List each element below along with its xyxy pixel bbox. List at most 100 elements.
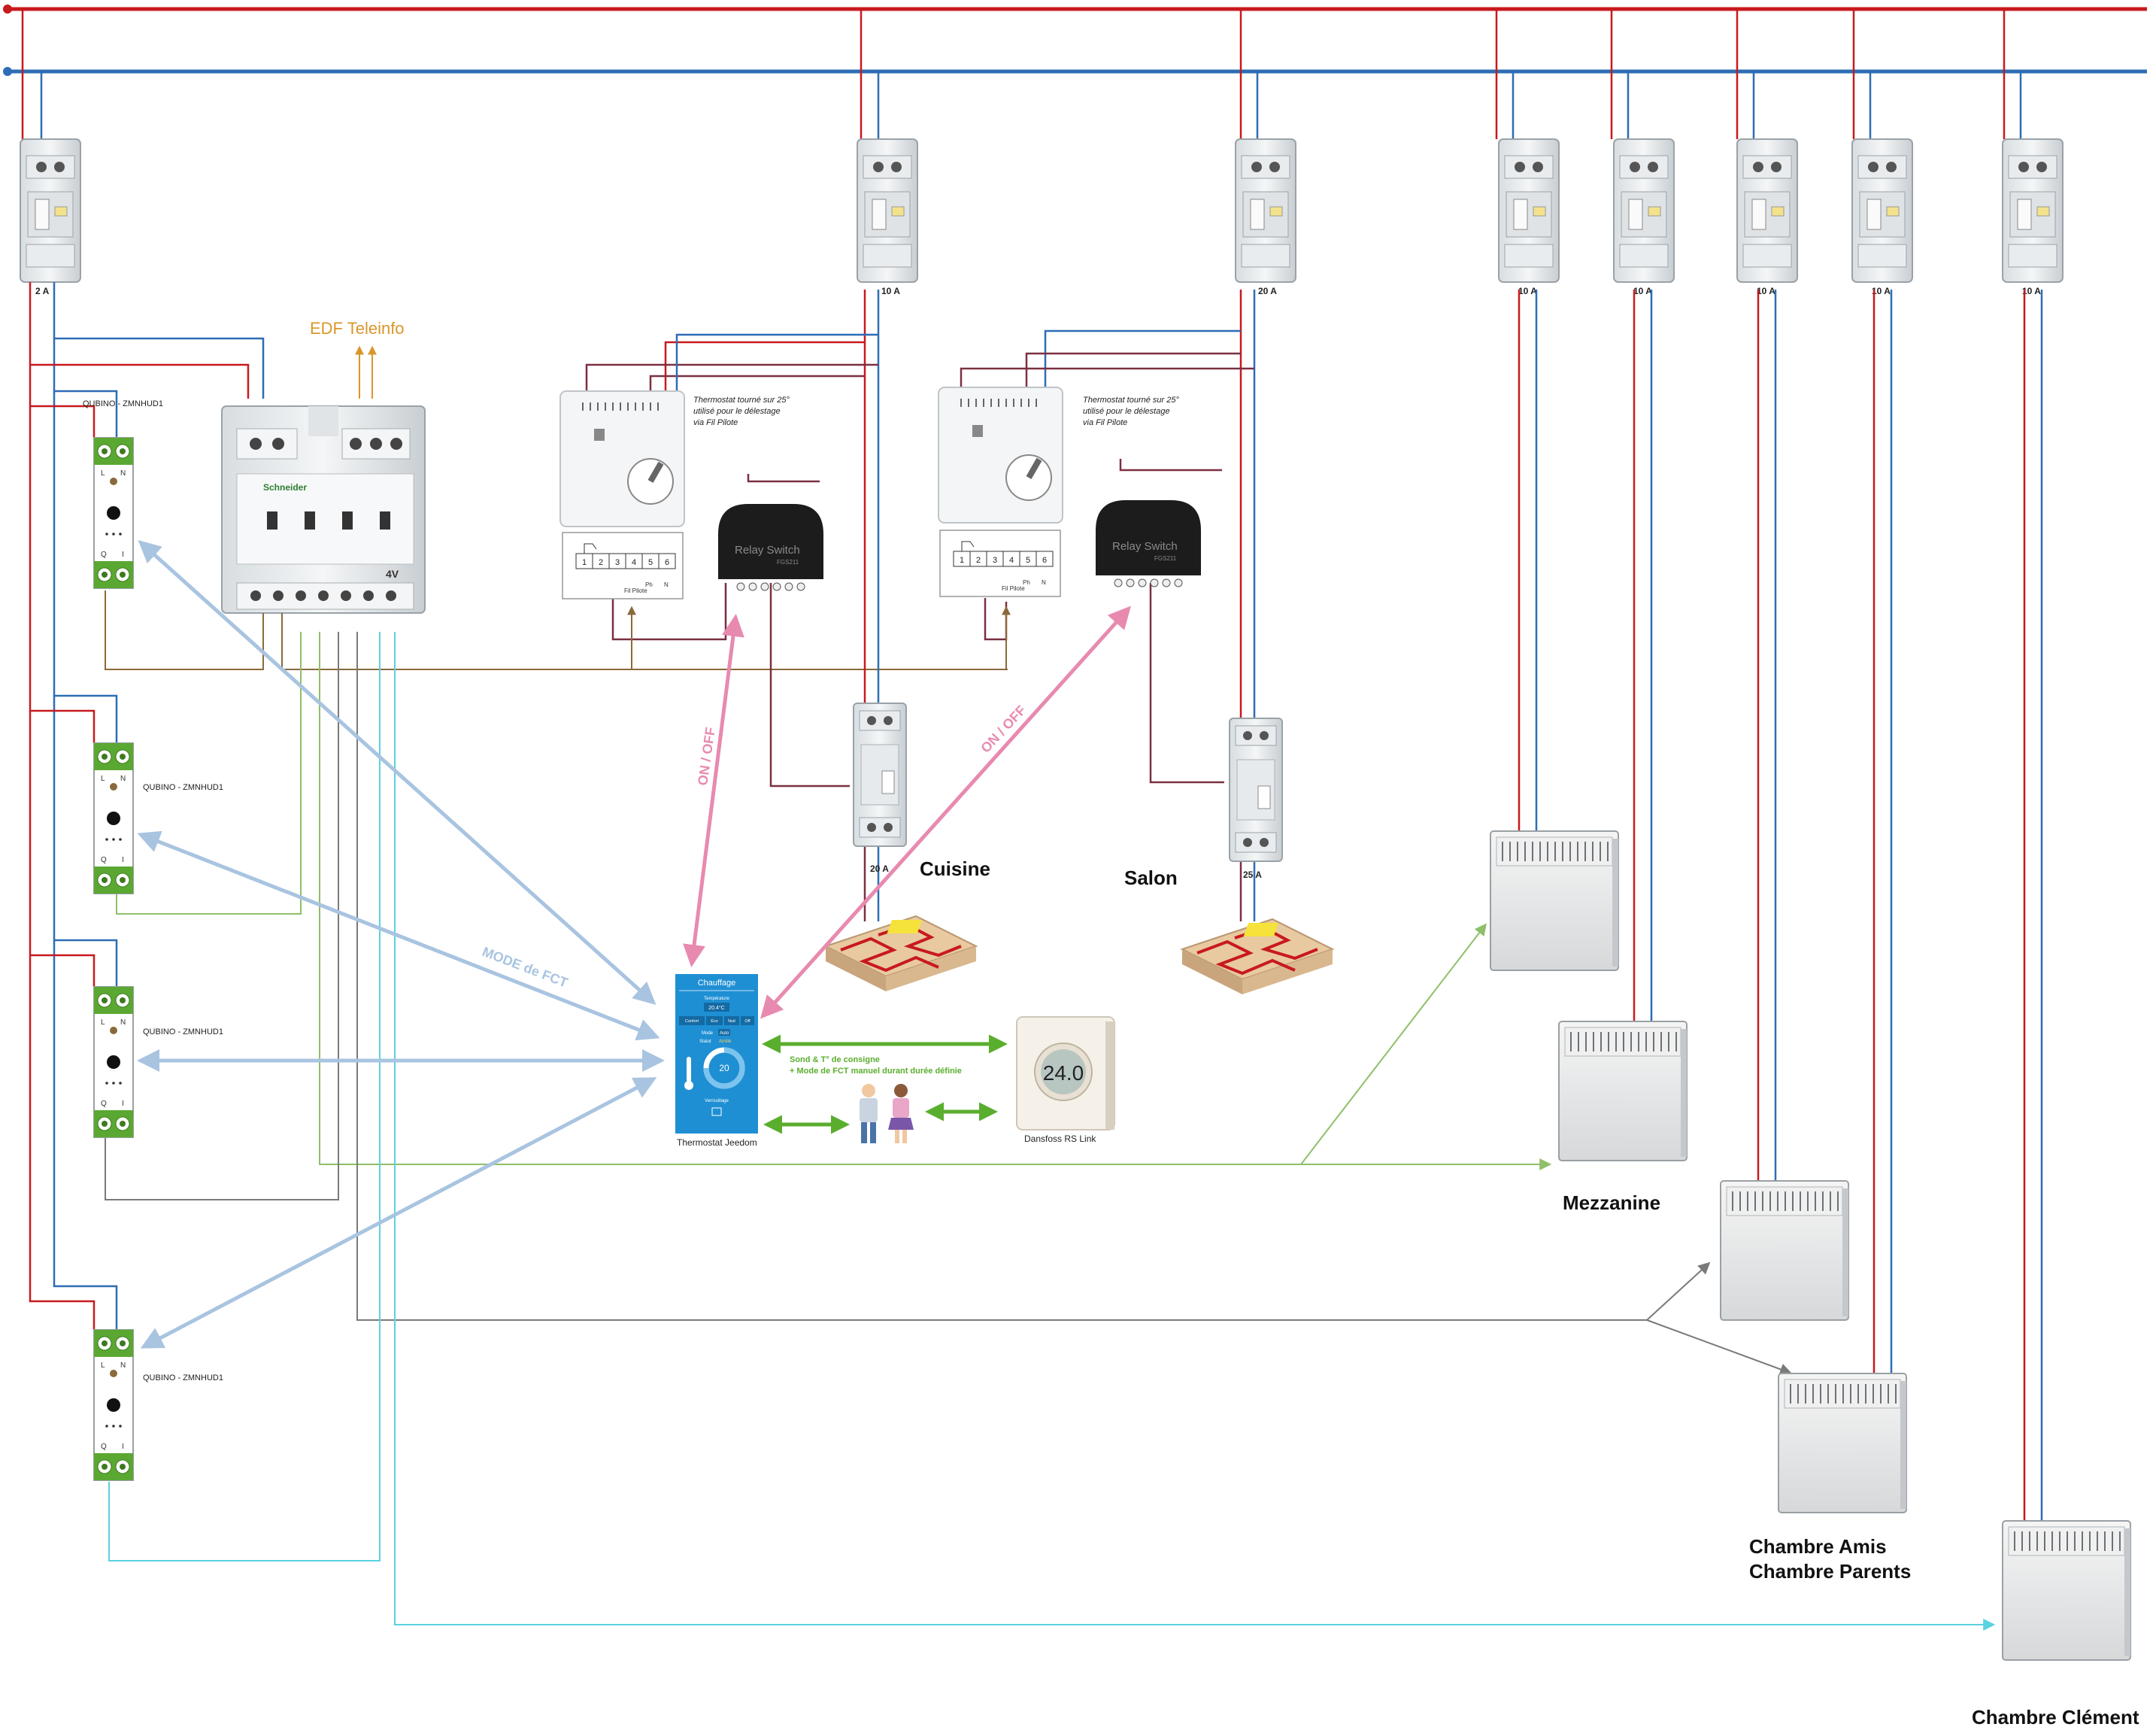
qubino-module-4: L N Q I (93, 1329, 134, 1481)
relay-switch-salon: Relay Switch FGS211 (1096, 500, 1201, 587)
relay-switch-title: Relay Switch (1112, 540, 1178, 553)
jeedom-mode-comfort-button[interactable] (679, 1016, 705, 1025)
thermostat-note-cuisine: Thermostat tourné sur 25° utilisé pour l… (693, 396, 790, 427)
jeedom-setpoint: 20 (719, 1063, 729, 1073)
jeedom-status-label: Statut (699, 1039, 711, 1044)
thermostat-note-salon: Thermostat tourné sur 25° utilisé pour l… (1083, 396, 1180, 427)
salon-wires (960, 290, 1256, 921)
breaker-cuisine: 10 A (857, 138, 918, 296)
terminal-4: 4 (1009, 556, 1014, 565)
qubino-term-i: I (122, 1100, 124, 1108)
contactor-rating: 25 A (1243, 870, 1262, 880)
delesteur-brand: Schneider (263, 482, 307, 493)
thermostat-note-line2: utilisé pour le délestage (1083, 407, 1170, 416)
terminal-2: 2 (976, 556, 981, 565)
wire-mezzanine-up (1300, 923, 1487, 1165)
zone-label-mezzanine: Mezzanine (1563, 1191, 1660, 1214)
thermostat-n-label: N (664, 581, 669, 588)
jeedom-mode-eco-label: Éco (711, 1018, 717, 1024)
breaker-rating: 10 A (1633, 286, 1652, 296)
qubino-term-q: Q (101, 856, 107, 864)
qubino-label-3: QUBINO - ZMNHUD1 (143, 1027, 223, 1036)
terminal-6: 6 (1042, 556, 1047, 565)
jeedom-temp-value: 20.4°C (708, 1005, 724, 1011)
zone-label-chambre-amis: Chambre Amis (1749, 1535, 1887, 1558)
jeedom-header: Chauffage (698, 979, 736, 988)
cuisine-wires (585, 290, 880, 921)
qubino-term-n: N (120, 1361, 126, 1370)
breaker-rating: 20 A (1258, 286, 1277, 296)
danfoss-thermostat: 24.0 (1016, 1016, 1115, 1131)
qubino-term-i: I (122, 1443, 124, 1451)
link-label-line2: + Mode de FCT manuel durant durée défini… (790, 1067, 962, 1076)
qubino-module-2: L N Q I (93, 742, 134, 894)
terminal-1: 1 (960, 556, 964, 565)
terminal-2: 2 (599, 558, 603, 567)
relay-switch-title: Relay Switch (735, 544, 800, 557)
terminal-6: 6 (665, 558, 669, 567)
qubino-term-l: L (101, 775, 105, 783)
neutral-bus-end (3, 67, 12, 76)
thermostat-fil-pilote-label: Fil Pilote (624, 587, 647, 594)
jeedom-mode-value: Auto (720, 1031, 729, 1036)
thermostat-wiring-cuisine: 1 2 3 4 5 6 Fil Pilote Ph N (562, 532, 684, 599)
link-label-line1: Sond & T° de consigne (790, 1055, 880, 1064)
thermostat-note-line1: Thermostat tourné sur 25° (693, 396, 790, 405)
users-icon (860, 1084, 914, 1143)
thermostat-note-line2: utilisé pour le délestage (693, 407, 781, 416)
thermostat-salon (938, 387, 1063, 524)
breaker-radiator-2: 10 A (1613, 138, 1675, 296)
thermostat-note-line3: via Fil Pilote (693, 418, 738, 427)
qubino-term-n: N (120, 469, 126, 478)
jeedom-mode-off-button[interactable] (741, 1016, 754, 1025)
qubino-term-q: Q (101, 1443, 107, 1451)
zone-label-chambre-clement: Chambre Clément (1972, 1706, 2139, 1728)
breaker-rating: 10 A (1872, 286, 1891, 296)
contactor-rating: 20 A (870, 863, 889, 874)
jeedom-thermostat-widget[interactable]: Chauffage Température 20.4°C Confort Éco… (675, 974, 758, 1134)
contactor-salon: 25 A (1229, 718, 1283, 880)
lock-icon[interactable] (711, 1107, 722, 1116)
thermostat-note-line3: via Fil Pilote (1083, 418, 1127, 427)
terminal-3: 3 (993, 556, 997, 565)
qubino-term-q: Q (101, 1100, 107, 1108)
breaker-radiator-1: 10 A (1498, 138, 1560, 296)
radiator-wires (1518, 290, 2043, 1523)
phase-bus-end (3, 5, 12, 14)
wire-parents-down (1646, 1319, 1793, 1376)
thermostat-wiring-salon: 1 2 3 4 5 6 Fil Pilote Ph N (939, 530, 1061, 597)
terminal-5: 5 (1026, 556, 1030, 565)
jeedom-lock-label: Verrouillage (705, 1099, 729, 1103)
qubino-label-1: QUBINO - ZMNHUD1 (83, 399, 163, 408)
jeedom-caption: Thermostat Jeedom (677, 1137, 757, 1148)
qubino-term-n: N (120, 1018, 126, 1027)
on-off-arrows (683, 605, 1132, 1019)
qubino-label-2: QUBINO - ZMNHUD1 (143, 783, 223, 792)
terminal-3: 3 (615, 558, 620, 567)
breaker-rating: 10 A (1518, 286, 1537, 296)
breaker-radiator-5: 10 A (2002, 138, 2064, 296)
terminal-1: 1 (582, 558, 587, 567)
breaker-main-2a: 2 A (20, 138, 81, 296)
danfoss-caption: Dansfoss RS Link (1024, 1134, 1096, 1144)
floor-heating-salon (1181, 918, 1334, 996)
thermostat-fil-pilote-label: Fil Pilote (1002, 585, 1025, 592)
qubino-term-n: N (120, 775, 126, 783)
breaker-rating: 10 A (881, 286, 900, 296)
breaker-radiator-3: 10 A (1736, 138, 1798, 296)
jeedom-mode-night-button[interactable] (724, 1016, 739, 1025)
radiator-chambre-clement (2002, 1520, 2131, 1661)
qubino-term-i: I (122, 856, 124, 864)
bus-drops (21, 9, 2022, 139)
breaker-rating: 2 A (35, 286, 50, 296)
floor-heating-cuisine (824, 915, 978, 993)
zone-label-salon: Salon (1124, 866, 1178, 889)
qubino-term-l: L (101, 1361, 105, 1370)
qubino-term-i: I (122, 551, 124, 559)
mode-arrows (137, 539, 665, 1349)
jeedom-mode-eco-button[interactable] (706, 1016, 723, 1025)
danfoss-display: 24.0 (1043, 1061, 1084, 1085)
relay-switch-cuisine: Relay Switch FGS211 (718, 504, 823, 591)
delesteur-module: Schneider 4V (221, 405, 426, 614)
jeedom-mode-off-label: Off (744, 1019, 751, 1024)
